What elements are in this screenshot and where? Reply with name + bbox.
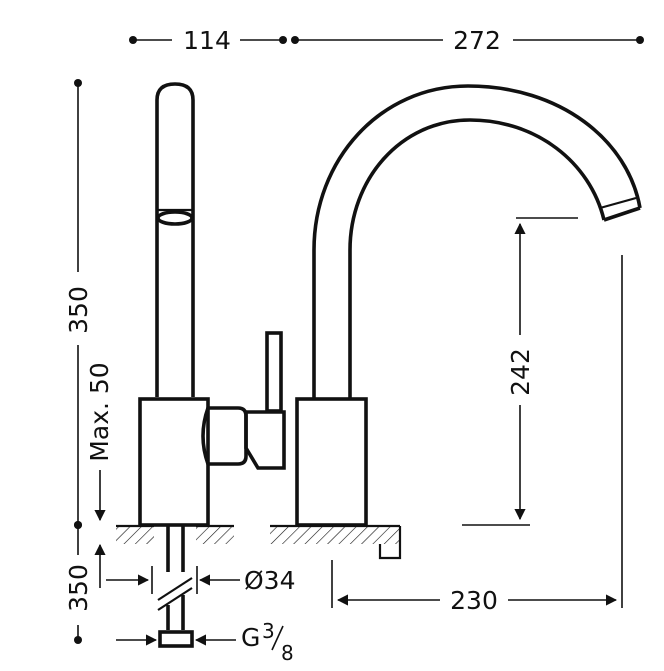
supply-pipe [157,526,194,648]
dim-114-label: 114 [183,26,231,55]
countertop-section [116,524,402,560]
spout-height-label: 242 [506,348,535,396]
dim-350-label: 350 [64,286,93,334]
max-50-dimension: Max. 50 [85,362,114,522]
spout-height-dimension: 242 [462,217,578,526]
max-50-label: Max. 50 [85,362,114,461]
faucet-body [138,82,642,527]
below-deck-dimension-350: 350 [64,521,106,644]
diameter-dimension: Ø34 [106,566,296,595]
thread-denominator-label: 8 [281,641,294,665]
reach-label: 230 [450,586,498,615]
diameter-label: Ø34 [244,566,296,595]
thread-numerator-label: 3 [262,619,275,643]
thread-prefix-label: G [241,623,260,652]
top-dimension-272: 272 [291,26,644,55]
dim-272-label: 272 [453,26,501,55]
top-dimension-114: 114 [129,26,287,55]
reach-dimension: 230 [331,255,623,615]
dim-350-lower-label: 350 [64,564,93,612]
thread-dimension: G 3 8 [116,619,294,665]
